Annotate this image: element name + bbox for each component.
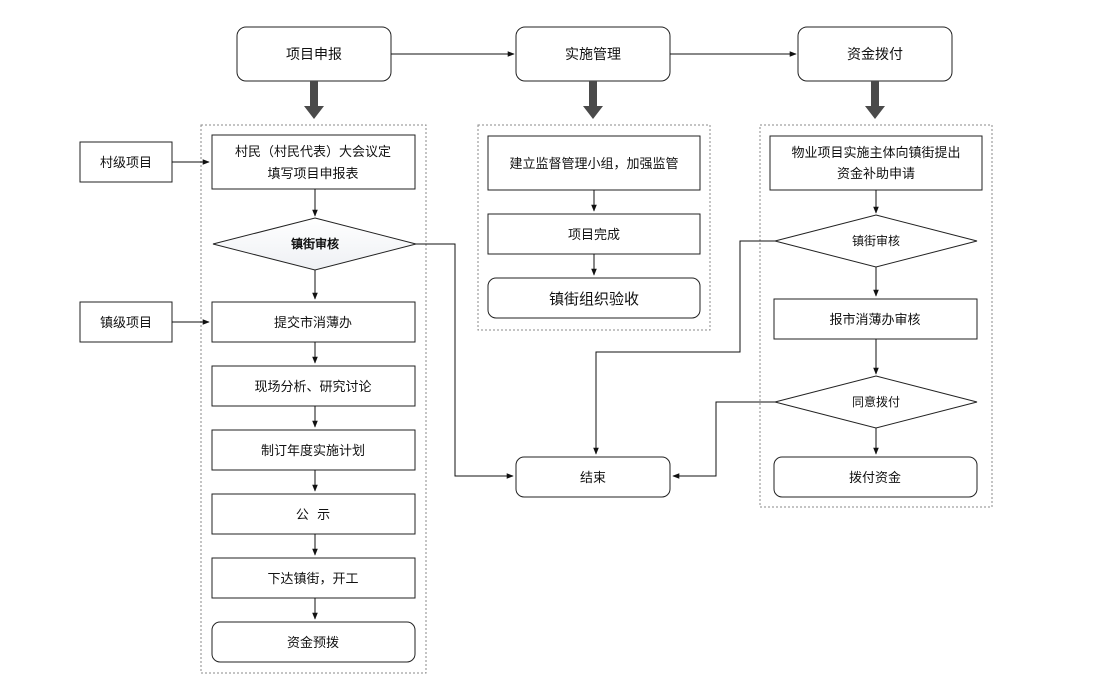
plan-label: 制订年度实施计划 [261,443,365,459]
thick-arrow-apply [304,81,324,119]
supervise-label: 建立监督管理小组，加强监管 [509,157,678,172]
submit-label: 提交市消薄办 [274,315,352,331]
publicize-label: 公 示 [296,508,330,523]
issue-label: 下达镇街，开工 [267,572,358,587]
report-box [773,298,978,340]
prefund-label: 资金预拨 [287,635,339,651]
funding-group-container [759,124,993,508]
town-project-label: 镇级项目 [100,316,152,331]
apply-group-container [200,124,427,674]
complete-label: 项目完成 [568,228,620,243]
town-project-box [79,301,173,343]
connector-left-review-end [416,243,514,479]
right-review-label: 镇街审核 [852,233,900,248]
left-review-label: 镇街审核 [291,236,339,251]
accept-label: 镇街组织验收 [549,290,639,308]
header-apply-label: 项目申报 [286,47,342,63]
end-label: 结束 [580,471,606,486]
accept-box [487,277,701,319]
end-box [515,456,671,498]
agree-label: 同意拨付 [852,394,900,409]
submit-box [211,301,416,343]
complete-box [487,213,701,255]
request-label-line1: 物业项目实施主体向镇街提出 [791,145,960,161]
meeting-box [211,134,416,190]
disburse-label: 拨付资金 [849,470,901,486]
analysis-label: 现场分析、研究讨论 [254,380,371,395]
disburse-box [773,456,978,498]
village-project-box [79,141,173,183]
report-label: 报市消薄办审核 [829,312,920,328]
header-implement-label: 实施管理 [565,47,621,63]
request-box [769,135,983,191]
prefund-box [211,621,416,663]
thick-arrow-implement [583,81,603,119]
request-label-line2: 资金补助申请 [837,166,915,182]
header-funding-label: 资金拨付 [847,47,903,63]
issue-box [211,557,416,599]
supervise-box [487,135,701,191]
village-project-label: 村级项目 [100,156,152,171]
connector-agree-end [672,401,775,479]
analysis-box [211,365,416,407]
thick-arrow-funding [865,81,885,119]
plan-box [211,429,416,471]
meeting-label-line2: 填写项目申报表 [267,167,358,182]
meeting-label-line1: 村民（村民代表）大会议定 [235,145,391,160]
implement-group-container [477,124,711,331]
connector-right-review-end [593,240,775,455]
publicize-box [211,493,416,535]
